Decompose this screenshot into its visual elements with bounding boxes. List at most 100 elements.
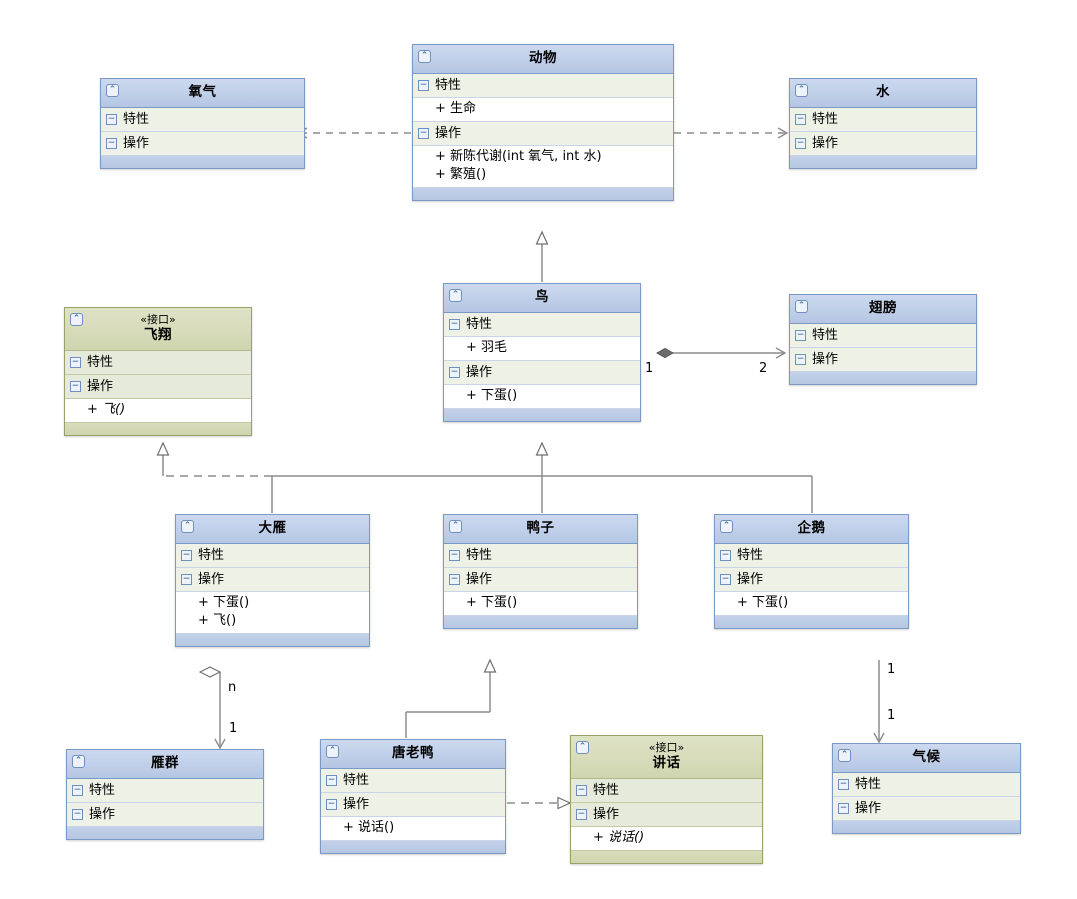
attributes-section-penguin[interactable]: − 特性	[715, 544, 908, 568]
attributes-section-oxygen[interactable]: − 特性	[101, 108, 304, 132]
class-box-penguin[interactable]: ⌃ 企鹅 − 特性 − 操作 + 下蛋()	[714, 514, 909, 629]
expand-icon[interactable]: −	[181, 574, 192, 585]
class-header-goose[interactable]: ⌃ 大雁	[176, 515, 369, 544]
expand-icon[interactable]: −	[70, 357, 81, 368]
expand-icon[interactable]: −	[720, 550, 731, 561]
expand-icon[interactable]: −	[72, 809, 83, 820]
expand-icon[interactable]: −	[449, 550, 460, 561]
class-header-flock[interactable]: ⌃ 雁群	[67, 750, 263, 779]
collapse-icon[interactable]: ⌃	[838, 749, 851, 762]
class-box-duck[interactable]: ⌃ 鸭子 − 特性 − 操作 + 下蛋()	[443, 514, 638, 629]
class-box-wing[interactable]: ⌃ 翅膀 − 特性 − 操作	[789, 294, 977, 385]
operations-section-goose[interactable]: − 操作	[176, 568, 369, 592]
multiplicity-goose-flock-target: 1	[229, 721, 238, 736]
collapse-icon[interactable]: ⌃	[720, 520, 733, 533]
expand-icon[interactable]: −	[326, 799, 337, 810]
class-box-goose[interactable]: ⌃ 大雁 − 特性 − 操作 + 下蛋() + 飞()	[175, 514, 370, 647]
class-header-animal[interactable]: ⌃ 动物	[413, 45, 673, 74]
operations-section-animal[interactable]: − 操作	[413, 122, 673, 146]
collapse-icon[interactable]: ⌃	[449, 520, 462, 533]
class-box-oxygen[interactable]: ⌃ 氧气 − 特性 − 操作	[100, 78, 305, 169]
attributes-section-flock[interactable]: − 特性	[67, 779, 263, 803]
collapse-icon[interactable]: ⌃	[795, 84, 808, 97]
expand-icon[interactable]: −	[106, 138, 117, 149]
class-header-penguin[interactable]: ⌃ 企鹅	[715, 515, 908, 544]
class-header-speak[interactable]: ⌃ «接口» 讲话	[571, 736, 762, 779]
attributes-section-speak[interactable]: − 特性	[571, 779, 762, 803]
expand-icon[interactable]: −	[449, 367, 460, 378]
class-header-bird[interactable]: ⌃ 鸟	[444, 284, 640, 313]
attributes-section-goose[interactable]: − 特性	[176, 544, 369, 568]
expand-icon[interactable]: −	[326, 775, 337, 786]
class-box-climate[interactable]: ⌃ 气候 − 特性 − 操作	[832, 743, 1021, 834]
expand-icon[interactable]: −	[795, 138, 806, 149]
collapse-icon[interactable]: ⌃	[418, 50, 431, 63]
class-header-oxygen[interactable]: ⌃ 氧气	[101, 79, 304, 108]
class-box-donald-duck[interactable]: ⌃ 唐老鸭 − 特性 − 操作 + 说话()	[320, 739, 506, 854]
collapse-icon[interactable]: ⌃	[70, 313, 83, 326]
collapse-icon[interactable]: ⌃	[795, 300, 808, 313]
attributes-section-wing[interactable]: − 特性	[790, 324, 976, 348]
expand-icon[interactable]: −	[418, 80, 429, 91]
expand-icon[interactable]: −	[449, 319, 460, 330]
class-box-speak-interface[interactable]: ⌃ «接口» 讲话 − 特性 − 操作 + 说话()	[570, 735, 763, 864]
attributes-section-water[interactable]: − 特性	[790, 108, 976, 132]
class-footer	[444, 616, 637, 628]
operation-item: + 下蛋()	[198, 595, 250, 610]
class-name-duck: 鸭子	[526, 520, 555, 536]
attributes-section-climate[interactable]: − 特性	[833, 773, 1020, 797]
operations-section-climate[interactable]: − 操作	[833, 797, 1020, 821]
collapse-icon[interactable]: ⌃	[326, 745, 339, 758]
attributes-label: 特性	[812, 112, 839, 127]
collapse-icon[interactable]: ⌃	[449, 289, 462, 302]
expand-icon[interactable]: −	[795, 330, 806, 341]
operation-item: + 下蛋()	[737, 595, 789, 610]
class-box-bird[interactable]: ⌃ 鸟 − 特性 + 羽毛 − 操作 + 下蛋()	[443, 283, 641, 422]
expand-icon[interactable]: −	[449, 574, 460, 585]
expand-icon[interactable]: −	[576, 785, 587, 796]
attributes-section-animal[interactable]: − 特性	[413, 74, 673, 98]
class-box-flock[interactable]: ⌃ 雁群 − 特性 − 操作	[66, 749, 264, 840]
operation-item: + 下蛋()	[466, 595, 518, 610]
class-header-duck[interactable]: ⌃ 鸭子	[444, 515, 637, 544]
collapse-icon[interactable]: ⌃	[181, 520, 194, 533]
class-box-water[interactable]: ⌃ 水 − 特性 − 操作	[789, 78, 977, 169]
class-box-fly-interface[interactable]: ⌃ «接口» 飞翔 − 特性 − 操作 + 飞()	[64, 307, 252, 436]
class-footer	[176, 634, 369, 646]
expand-icon[interactable]: −	[72, 785, 83, 796]
collapse-icon[interactable]: ⌃	[106, 84, 119, 97]
class-header-wing[interactable]: ⌃ 翅膀	[790, 295, 976, 324]
operations-section-duck[interactable]: − 操作	[444, 568, 637, 592]
class-header-water[interactable]: ⌃ 水	[790, 79, 976, 108]
operations-section-fly[interactable]: − 操作	[65, 375, 251, 399]
operations-section-flock[interactable]: − 操作	[67, 803, 263, 827]
operations-section-speak[interactable]: − 操作	[571, 803, 762, 827]
operations-section-penguin[interactable]: − 操作	[715, 568, 908, 592]
multiplicity-penguin-climate-source: 1	[887, 662, 896, 677]
expand-icon[interactable]: −	[795, 354, 806, 365]
collapse-icon[interactable]: ⌃	[72, 755, 85, 768]
operations-section-donald[interactable]: − 操作	[321, 793, 505, 817]
attributes-section-fly[interactable]: − 特性	[65, 351, 251, 375]
expand-icon[interactable]: −	[181, 550, 192, 561]
attributes-section-bird[interactable]: − 特性	[444, 313, 640, 337]
expand-icon[interactable]: −	[838, 803, 849, 814]
class-header-donald[interactable]: ⌃ 唐老鸭	[321, 740, 505, 769]
expand-icon[interactable]: −	[106, 114, 117, 125]
operations-section-water[interactable]: − 操作	[790, 132, 976, 156]
operations-section-bird[interactable]: − 操作	[444, 361, 640, 385]
attributes-section-duck[interactable]: − 特性	[444, 544, 637, 568]
expand-icon[interactable]: −	[720, 574, 731, 585]
collapse-icon[interactable]: ⌃	[576, 741, 589, 754]
expand-icon[interactable]: −	[795, 114, 806, 125]
expand-icon[interactable]: −	[838, 779, 849, 790]
expand-icon[interactable]: −	[576, 809, 587, 820]
attributes-section-donald[interactable]: − 特性	[321, 769, 505, 793]
operations-section-wing[interactable]: − 操作	[790, 348, 976, 372]
class-header-climate[interactable]: ⌃ 气候	[833, 744, 1020, 773]
operations-section-oxygen[interactable]: − 操作	[101, 132, 304, 156]
class-header-fly[interactable]: ⌃ «接口» 飞翔	[65, 308, 251, 351]
class-box-animal[interactable]: ⌃ 动物 − 特性 + 生命 − 操作 + 新陈代谢(int 氧气, int 水…	[412, 44, 674, 201]
expand-icon[interactable]: −	[418, 128, 429, 139]
expand-icon[interactable]: −	[70, 381, 81, 392]
